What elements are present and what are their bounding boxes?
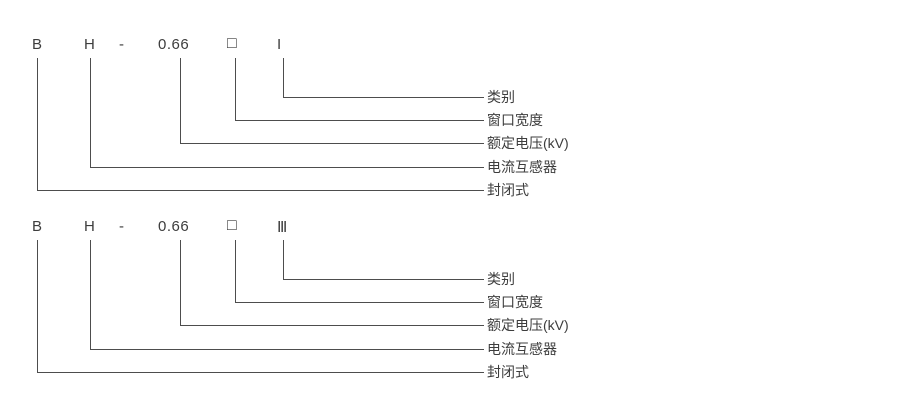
label-category: 类别: [487, 271, 515, 287]
code-part-voltage: 0.66: [158, 36, 190, 53]
label-window-width: 窗口宽度: [487, 112, 543, 128]
code-part-dash: -: [119, 218, 125, 235]
code-part-transformer: H: [84, 36, 96, 53]
model-diagram-type3: B H - 0.66 □ Ⅲ 类别 窗口宽度 额定电压(kV) 电流互感器 封闭…: [0, 190, 900, 385]
model-diagram-type1: B H - 0.66 □ I 类别 窗口宽度 额定电压(kV) 电流互感器 封闭…: [0, 8, 900, 203]
code-part-voltage: 0.66: [158, 218, 190, 235]
label-enclosed-type: 封闭式: [487, 364, 529, 380]
connector-lines: [37, 58, 484, 191]
code-part-series: B: [32, 36, 43, 53]
code-part-category: Ⅲ: [277, 219, 288, 236]
connector-lines: [37, 240, 484, 373]
label-enclosed-type: 封闭式: [487, 182, 529, 198]
label-rated-voltage: 额定电压(kV): [487, 135, 569, 151]
code-part-transformer: H: [84, 218, 96, 235]
code-part-window-placeholder: □: [227, 217, 238, 234]
code-part-window-placeholder: □: [227, 35, 238, 52]
label-window-width: 窗口宽度: [487, 294, 543, 310]
code-part-category: I: [277, 36, 282, 53]
label-rated-voltage: 额定电压(kV): [487, 317, 569, 333]
code-part-dash: -: [119, 36, 125, 53]
label-current-transformer: 电流互感器: [487, 341, 557, 357]
label-current-transformer: 电流互感器: [487, 159, 557, 175]
label-category: 类别: [487, 89, 515, 105]
code-part-series: B: [32, 218, 43, 235]
